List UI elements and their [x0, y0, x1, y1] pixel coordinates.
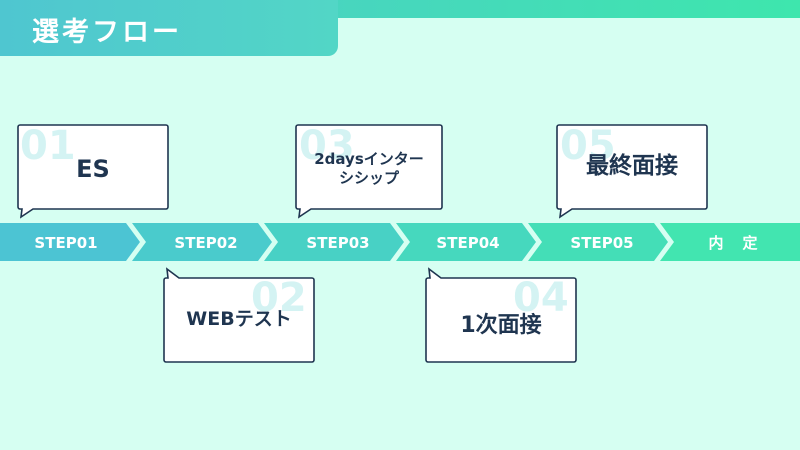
callout-number: 05 — [560, 123, 616, 169]
callout-number: 02 — [251, 275, 307, 321]
callout-step04: 04 1次面接 — [425, 267, 577, 364]
callout-text: WEBテスト — [186, 308, 292, 330]
callout-step02: 02 WEBテスト — [163, 267, 315, 364]
step-chevron — [396, 223, 536, 261]
callout-bubble — [295, 124, 443, 219]
step-chevron — [132, 223, 272, 261]
callout-text: 最終面接 — [586, 153, 678, 179]
page-title: 選考フロー — [32, 17, 182, 48]
callout-number: 04 — [513, 275, 569, 321]
callout-number: 03 — [299, 123, 355, 169]
callout-text: ES — [76, 155, 110, 183]
callout-bubble — [163, 267, 315, 363]
title-tab: 選考フロー — [0, 0, 338, 56]
callout-step03: 03 2daysインター シシップ — [295, 123, 443, 219]
callout-number: 01 — [20, 123, 76, 169]
callout-bubble — [556, 124, 708, 219]
step-label-05: STEP05 — [570, 234, 634, 252]
callout-text: 2daysインター シシップ — [314, 150, 424, 187]
step-label-04: STEP04 — [436, 234, 500, 252]
callout-bubble — [17, 124, 169, 219]
step-label-02: STEP02 — [174, 234, 238, 252]
step-chevron-bar — [0, 223, 800, 261]
callout-text: 1次面接 — [460, 313, 542, 338]
callout-step01: 01 ES — [17, 123, 169, 219]
callout-step05: 05 最終面接 — [556, 123, 708, 219]
step-chevron — [264, 223, 404, 261]
step-label-01: STEP01 — [34, 234, 98, 252]
step-chevron — [0, 223, 140, 261]
callout-bubble — [425, 267, 577, 363]
step-chevron — [528, 223, 668, 261]
step-label-offer: 内 定 — [708, 234, 760, 252]
step-label-03: STEP03 — [306, 234, 370, 252]
step-chevron — [660, 223, 800, 261]
